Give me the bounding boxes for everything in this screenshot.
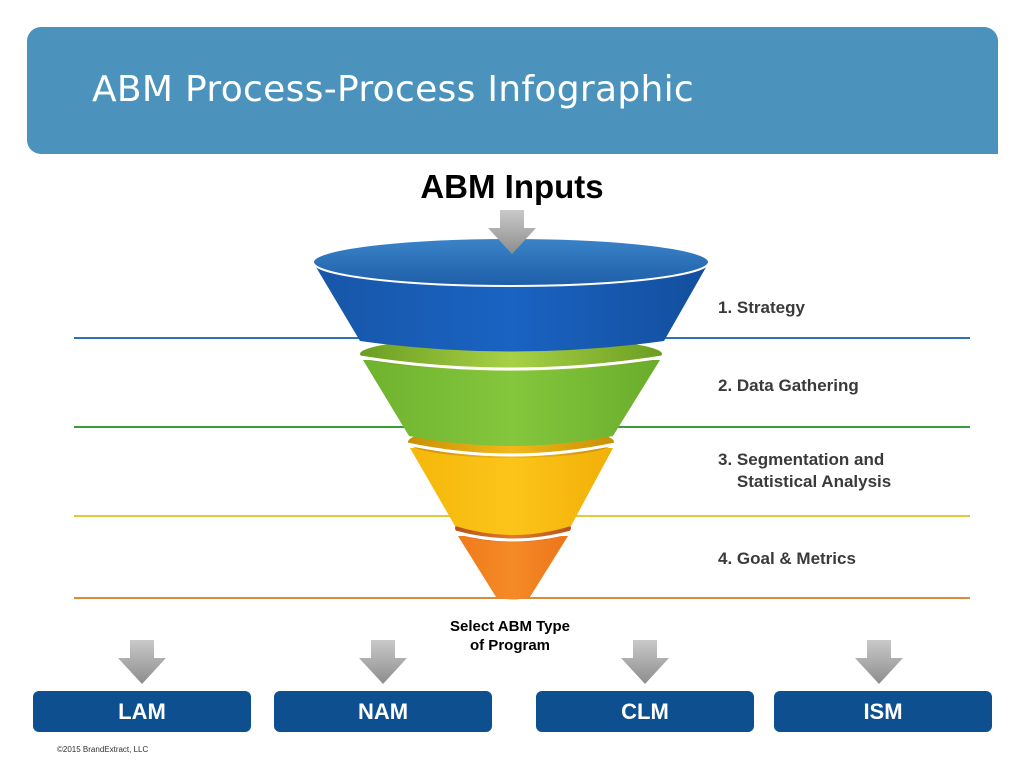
down-arrow-icon <box>488 210 536 254</box>
output-box-ism: ISM <box>774 691 992 732</box>
funnel-title: ABM Inputs <box>420 168 604 205</box>
page-title: ABM Process-Process Infographic <box>92 69 694 110</box>
header-banner: ABM Process-Process Infographic <box>27 27 998 154</box>
down-arrow-icon <box>621 640 669 684</box>
stage-label-strategy: 1. Strategy <box>718 298 805 317</box>
select-program-line-1: Select ABM Type <box>449 618 571 635</box>
down-arrow-icon <box>118 640 166 684</box>
copyright-notice: ©2015 BrandExtract, LLC <box>57 745 149 754</box>
funnel-stage-strategy <box>312 237 710 352</box>
stage-label-segmentation: 3. Segmentation and Statistical Analysis <box>718 450 892 491</box>
stage-label-data-gathering: 2. Data Gathering <box>718 376 859 395</box>
output-box-clm: CLM <box>536 691 754 732</box>
stage-label-goals: 4. Goal & Metrics <box>718 549 856 568</box>
down-arrow-icon <box>359 640 407 684</box>
output-box-lam: LAM <box>33 691 251 732</box>
output-box-nam: NAM <box>274 691 492 732</box>
select-program-line-2: of Program <box>469 637 550 654</box>
select-program-label: Select ABM Type of Program <box>410 617 610 655</box>
down-arrow-icon <box>855 640 903 684</box>
funnel-stage-data <box>359 337 663 446</box>
